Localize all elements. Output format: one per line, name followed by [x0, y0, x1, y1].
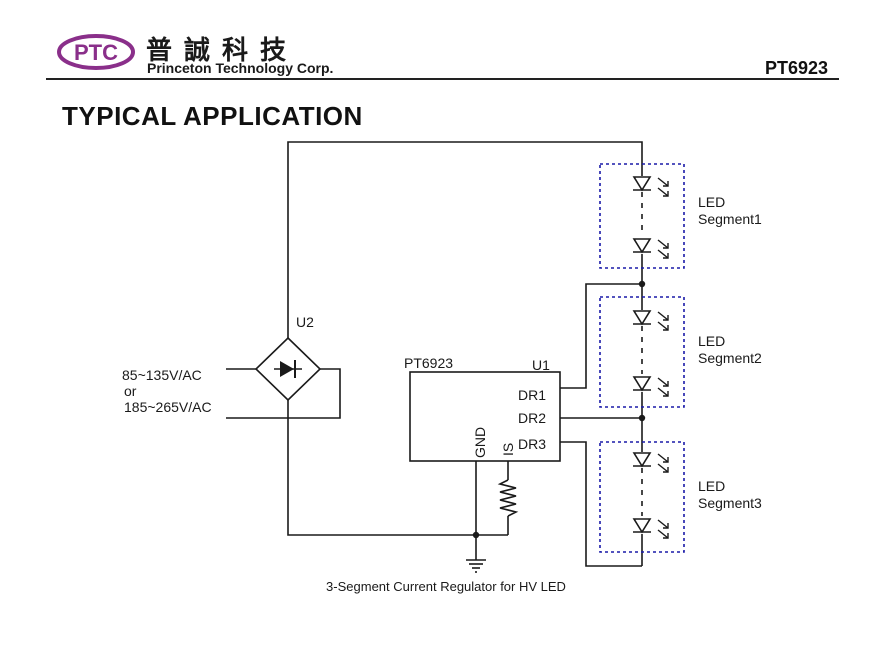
led-icon	[632, 518, 669, 539]
pin-dr3-label: DR3	[518, 436, 546, 452]
led-icon	[632, 238, 669, 259]
diagram-caption: 3-Segment Current Regulator for HV LED	[326, 579, 566, 594]
input-voltage-low: 85~135V/AC	[122, 367, 202, 383]
led-icon	[632, 376, 669, 397]
segment-1-label-line1: LED	[698, 194, 725, 210]
led-segment-3-box	[599, 441, 685, 553]
led-icon	[632, 452, 669, 473]
company-name-chinese: 普誠科技	[146, 36, 299, 66]
led-icon	[632, 310, 669, 331]
pin-is-label: IS	[500, 443, 516, 456]
input-voltage-or: or	[124, 383, 137, 399]
input-voltage-high: 185~265V/AC	[124, 399, 212, 415]
bridge-rectifier-icon	[254, 336, 322, 402]
ic-name-label: PT6923	[404, 355, 453, 371]
logo-text: PTC	[74, 40, 118, 65]
segment-1-label-line2: Segment1	[698, 211, 762, 227]
segment-3-label-line1: LED	[698, 478, 725, 494]
ic-body	[409, 371, 561, 462]
ptc-logo-icon: PTC	[57, 34, 135, 75]
led-icon	[632, 176, 669, 197]
header-divider	[46, 78, 839, 80]
segment-3-label-line2: Segment3	[698, 495, 762, 511]
led-segment-2-box	[599, 296, 685, 408]
segment-2-label-line1: LED	[698, 333, 725, 349]
bridge-ref-label: U2	[296, 314, 314, 330]
pin-dr1-label: DR1	[518, 387, 546, 403]
pin-dr2-label: DR2	[518, 410, 546, 426]
section-title: TYPICAL APPLICATION	[62, 101, 363, 131]
ground-icon	[466, 559, 486, 573]
ic-ref-label: U1	[532, 357, 550, 373]
wires	[226, 141, 643, 567]
pin-gnd-label: GND	[472, 427, 488, 458]
led-segment-1-box	[599, 163, 685, 269]
company-name-english: Princeton Technology Corp.	[147, 60, 334, 76]
segment-2-label-line2: Segment2	[698, 350, 762, 366]
part-number: PT6923	[764, 58, 828, 78]
junction-dots	[472, 280, 646, 539]
resistor-icon	[497, 479, 519, 517]
